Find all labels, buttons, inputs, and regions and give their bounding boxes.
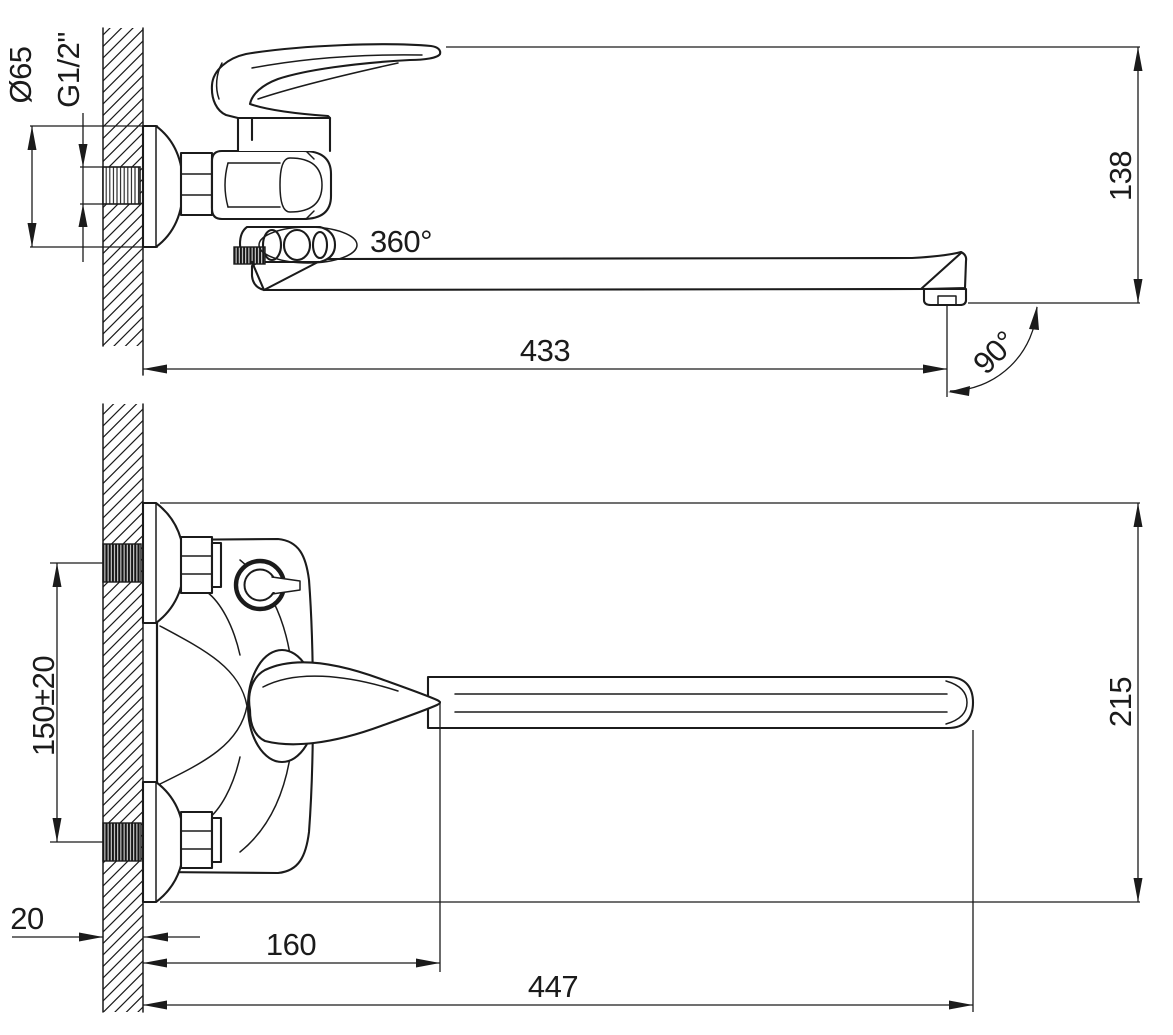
wall-section-plan — [102, 403, 144, 1013]
mixer-body — [210, 149, 333, 221]
dim-label-spout-swivel: 360° — [370, 224, 432, 259]
lever-handle — [210, 43, 442, 120]
inlet-thread-top — [102, 543, 142, 583]
dim-label-spout-reach: 433 — [520, 333, 570, 368]
lever-handle-plan — [246, 648, 441, 764]
inlet-thread-bottom — [102, 822, 142, 862]
plan-view-dimensions: 150±20 215 20 160 447 — [10, 502, 1143, 1012]
side-elevation-view: Ø65 G1/2" 360° 433 138 90° — [3, 27, 1143, 397]
dim-label-inlet-spacing: 150±20 — [26, 656, 61, 756]
dim-label-height: 138 — [1103, 151, 1138, 201]
swivel-indicator-ellipse — [258, 226, 358, 264]
dim-label-body-reach: 160 — [266, 927, 316, 962]
aerator — [922, 287, 968, 307]
dim-label-overall-width: 215 — [1103, 677, 1138, 727]
shower-outlet-thread — [233, 246, 266, 265]
escutcheon — [141, 124, 185, 249]
connection-nut-top — [179, 535, 223, 595]
shower-outlet-ring — [233, 558, 301, 612]
dim-label-escutcheon-diameter: Ø65 — [3, 46, 38, 103]
connection-nut-bottom — [179, 810, 223, 870]
dim-label-overall-reach: 447 — [528, 969, 578, 1004]
inlet-thread — [102, 166, 141, 205]
swivel-joint — [233, 225, 358, 292]
plan-view: 150±20 215 20 160 447 — [10, 403, 1143, 1013]
spout-plan — [426, 675, 975, 730]
spout — [250, 250, 968, 292]
dim-label-thread-size: G1/2" — [51, 32, 86, 108]
dim-label-tip-angle: 90° — [966, 324, 1023, 381]
dim-label-wall-thickness: 20 — [10, 901, 44, 936]
